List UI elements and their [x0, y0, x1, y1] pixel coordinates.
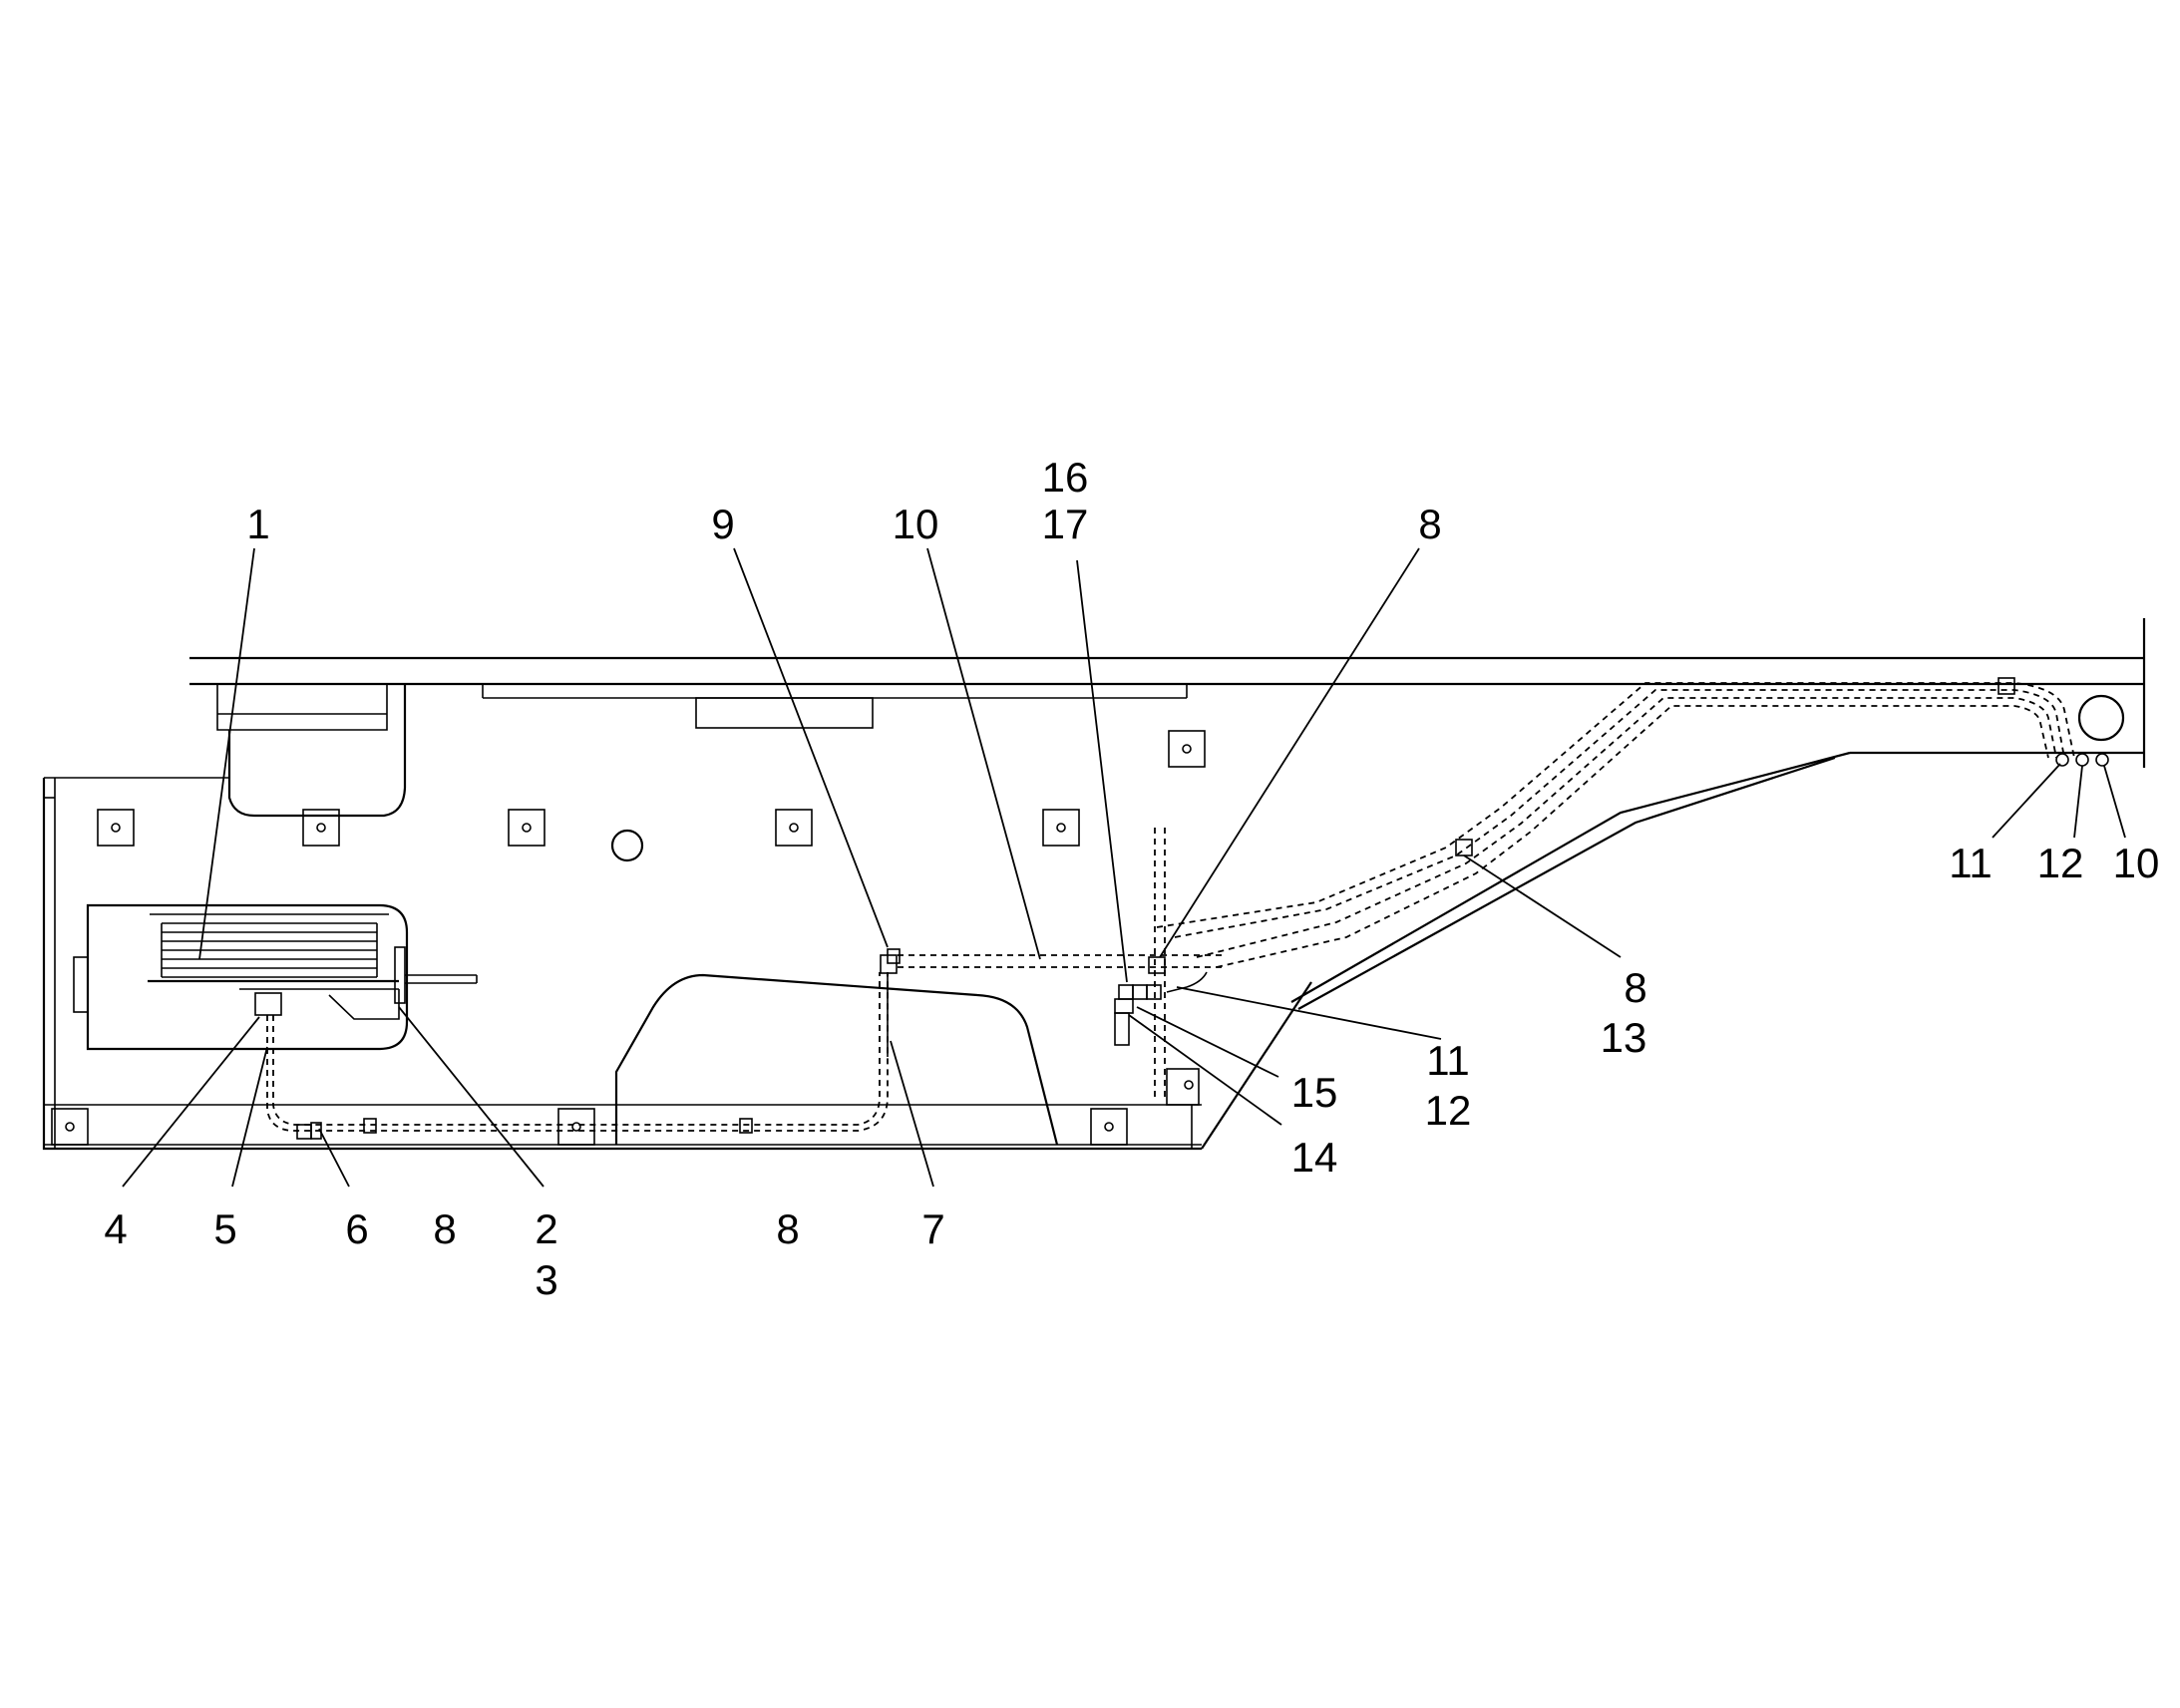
callout-9: 9 [711, 501, 734, 547]
callout-17: 17 [1042, 501, 1089, 547]
leader-lines [122, 547, 2126, 1188]
callout-14: 14 [1291, 1134, 1338, 1181]
upper-rail [189, 618, 2146, 818]
callout-3: 3 [535, 1256, 557, 1303]
callout-7: 7 [921, 1205, 944, 1252]
callout-8-bottom-left: 8 [433, 1205, 456, 1252]
callout-5: 5 [213, 1205, 236, 1252]
callout-11-right: 11 [1949, 840, 1993, 886]
callout-2: 2 [535, 1205, 557, 1252]
callout-13: 13 [1601, 1014, 1647, 1061]
hose-runs [266, 682, 2075, 1132]
callout-4: 4 [104, 1205, 127, 1252]
callout-6: 6 [345, 1205, 368, 1252]
callout-8-top: 8 [1418, 501, 1441, 547]
callout-15: 15 [1291, 1069, 1338, 1116]
callout-12-mid: 12 [1425, 1087, 1472, 1134]
callout-12-right: 12 [2037, 840, 2084, 886]
callout-16: 16 [1042, 454, 1089, 501]
callout-8-mid: 8 [1624, 964, 1646, 1011]
callout-11-mid: 11 [1426, 1037, 1470, 1084]
fittings [296, 677, 2109, 1140]
hose-reel [73, 903, 478, 1051]
callout-10-top: 10 [893, 501, 939, 547]
callout-labels: 1 9 10 16 17 8 11 12 10 8 13 11 12 15 14… [104, 454, 2159, 1303]
callout-10-right: 10 [2113, 840, 2160, 886]
lower-frame [42, 751, 1851, 1151]
mounting-squares [51, 730, 1206, 1146]
callout-1: 1 [246, 501, 269, 547]
callout-8-bottom-mid: 8 [776, 1205, 799, 1252]
